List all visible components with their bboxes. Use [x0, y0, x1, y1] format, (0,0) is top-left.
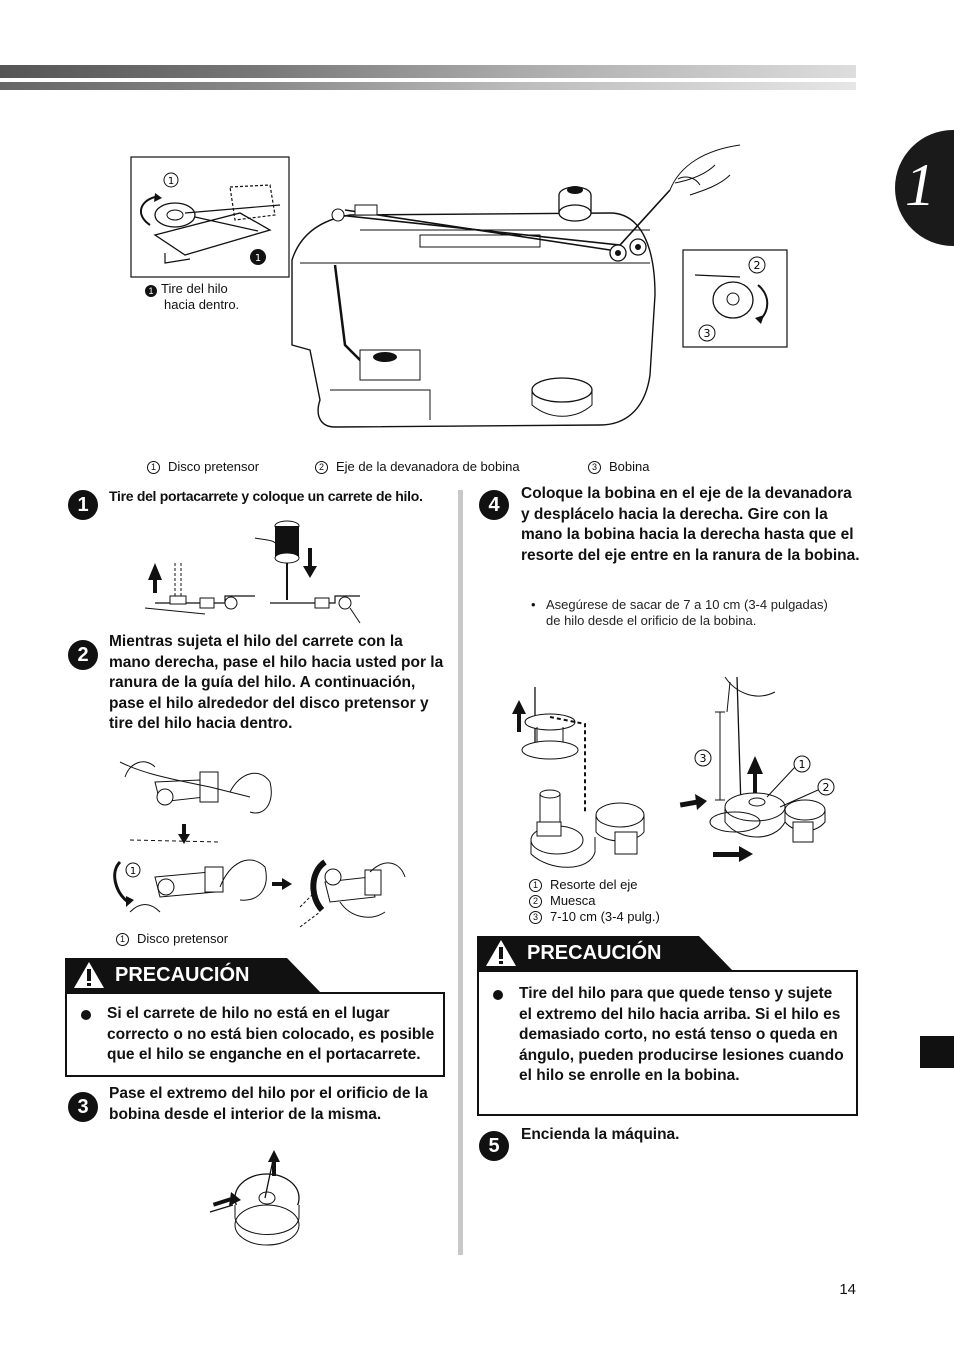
step-3-text: Pase el extremo del hilo por el orificio…	[109, 1085, 428, 1123]
step-1-text: Tire del portacarrete y coloque un carre…	[109, 488, 423, 504]
step-4-text: Coloque la bobina en el eje de la devana…	[521, 485, 860, 564]
header-gradient-bar-thin	[0, 82, 856, 90]
caution-box-left: Si el carrete de hilo no está en el luga…	[65, 992, 445, 1077]
bullet-icon	[493, 990, 503, 1000]
spool-pin-illustration	[144, 520, 361, 624]
svg-text:1: 1	[130, 866, 136, 877]
svg-text:2: 2	[823, 781, 830, 794]
callout-1: 1	[168, 176, 174, 187]
step-2-text: Mientras sujeta el hilo del carrete con …	[109, 633, 444, 732]
step-3-number: 3	[68, 1092, 98, 1122]
caution-header-left	[65, 958, 321, 993]
warning-icon	[74, 962, 104, 988]
bullet-icon	[81, 1010, 91, 1020]
caution-header-right	[477, 936, 733, 971]
callout-3: 3	[704, 327, 711, 340]
warning-icon	[486, 940, 516, 966]
step-2-number: 2	[68, 640, 98, 670]
column-divider	[458, 490, 463, 1255]
step-5-number: 5	[479, 1131, 509, 1161]
caution-title-right: PRECAUCIÓN	[527, 942, 662, 964]
bobbin-winder-illustration: 3 1 2	[512, 676, 835, 868]
header-gradient-bar	[0, 65, 856, 78]
chapter-number: 1	[905, 152, 935, 218]
page-number: 14	[839, 1281, 856, 1298]
section-marker	[920, 1036, 954, 1068]
caution-text-right: Tire del hilo para que quede tenso y suj…	[519, 985, 844, 1084]
step-1-number: 1	[68, 490, 98, 520]
bobbin-illustration	[209, 1150, 300, 1246]
caution-title-left: PRECAUCIÓN	[115, 964, 250, 986]
caution-box-right: Tire del hilo para que quede tenso y suj…	[477, 970, 858, 1116]
step-4-number: 4	[479, 490, 509, 520]
step-5-text: Encienda la máquina.	[521, 1126, 680, 1143]
caution-text-left: Si el carrete de hilo no está en el luga…	[107, 1005, 435, 1063]
svg-text:1: 1	[255, 253, 261, 264]
svg-text:3: 3	[700, 752, 707, 765]
svg-text:1: 1	[799, 758, 806, 771]
machine-illustration: 1 1 2 3	[130, 144, 788, 428]
callout-2: 2	[754, 259, 761, 272]
thread-guide-illustration: 1	[113, 761, 406, 928]
step-4-bullet: Asegúrese de sacar de 7 a 10 cm (3-4 pul…	[546, 597, 828, 628]
